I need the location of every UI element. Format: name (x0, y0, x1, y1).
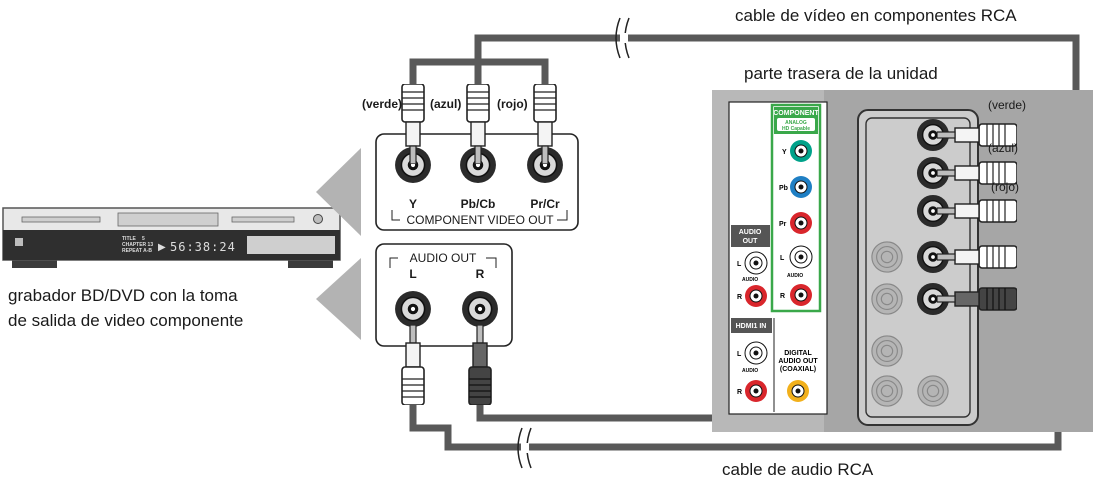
tv-ao-l-label: L (737, 261, 742, 268)
player-video-out-panel: Y Pb/Cb Pr/Cr COMPONENT VIDEO OUT (375, 133, 579, 231)
digital-line3: (COAXIAL) (780, 366, 816, 373)
tv-hdmi-r-label: R (737, 389, 742, 396)
play-icon: ▶ (158, 242, 166, 253)
player-label-line2: de salida de video componente (8, 311, 243, 330)
tv-hdmi-label: HDMI1 IN (736, 323, 767, 330)
plug-red-label: (rojo) (497, 97, 528, 111)
tv-plug-blue-label: (azul) (988, 141, 1018, 155)
digital-line2: AUDIO OUT (778, 358, 818, 365)
tv-comp-audio-label: AUDIO (787, 273, 803, 279)
player-repeat-line: REPEAT A-B (122, 248, 152, 254)
tv-pr-label: Pr (779, 221, 787, 228)
power-button-icon (313, 214, 323, 224)
tv-connector-panel: COMPONENT ANALOG HD Capable Y Pb Pr L AU… (728, 101, 828, 415)
tv-pb-label: Pb (779, 185, 788, 192)
pointer-arrow-video (316, 148, 361, 236)
tv-ao-r-label: R (737, 294, 742, 301)
component-sub1: ANALOG (785, 120, 807, 126)
audio-out-label: AUDIO OUT (410, 251, 477, 265)
tv-audio-out-line1: AUDIO (739, 229, 762, 236)
tv-ao-audio-label: AUDIO (742, 277, 758, 283)
player-label-line1: grabador BD/DVD con la toma (8, 286, 238, 305)
component-sub2: HD Capable (782, 126, 810, 132)
tv-hdmi-l-label: L (737, 351, 742, 358)
tv-comp-l-label: L (780, 255, 785, 262)
player-display: 56:38:24 (170, 240, 236, 254)
tv-y-label: Y (782, 149, 787, 156)
plug-green-label: (verde) (362, 97, 402, 111)
player-audio-out-panel: AUDIO OUT L R (375, 243, 513, 347)
player-chapter-line: CHAPTER 13 (122, 242, 153, 248)
tv-comp-r-label: R (780, 293, 785, 300)
tv-plug-green-label: (verde) (988, 98, 1026, 112)
rear-unit-label: parte trasera de la unidad (744, 64, 938, 83)
component-title: COMPONENT (773, 110, 819, 117)
player-title-num: 5 (142, 236, 145, 242)
tv-hdmi-audio-label: AUDIO (742, 368, 758, 374)
tv-plug-red-label: (rojo) (991, 180, 1019, 194)
tv-audio-out-line2: OUT (743, 238, 759, 245)
pointer-arrow-audio (316, 258, 361, 340)
bd-dvd-player: TITLE 5 CHAPTER 13 REPEAT A-B ▶ 56:38:24 (2, 207, 341, 268)
player-title-line: TITLE (122, 236, 137, 242)
video-cable-label: cable de vídeo en componentes RCA (735, 6, 1017, 25)
audio-r-label: R (476, 267, 485, 281)
cable-break-marks (517, 17, 630, 469)
audio-cable-label: cable de audio RCA (722, 460, 874, 479)
audio-l-label: L (409, 267, 416, 281)
jack-pb-label: Pb/Cb (461, 197, 496, 211)
component-video-out-label: COMPONENT VIDEO OUT (406, 213, 554, 227)
plug-blue-label: (azul) (430, 97, 461, 111)
jack-y-label: Y (409, 197, 417, 211)
digital-line1: DIGITAL (784, 350, 812, 357)
jack-pr-label: Pr/Cr (530, 197, 560, 211)
